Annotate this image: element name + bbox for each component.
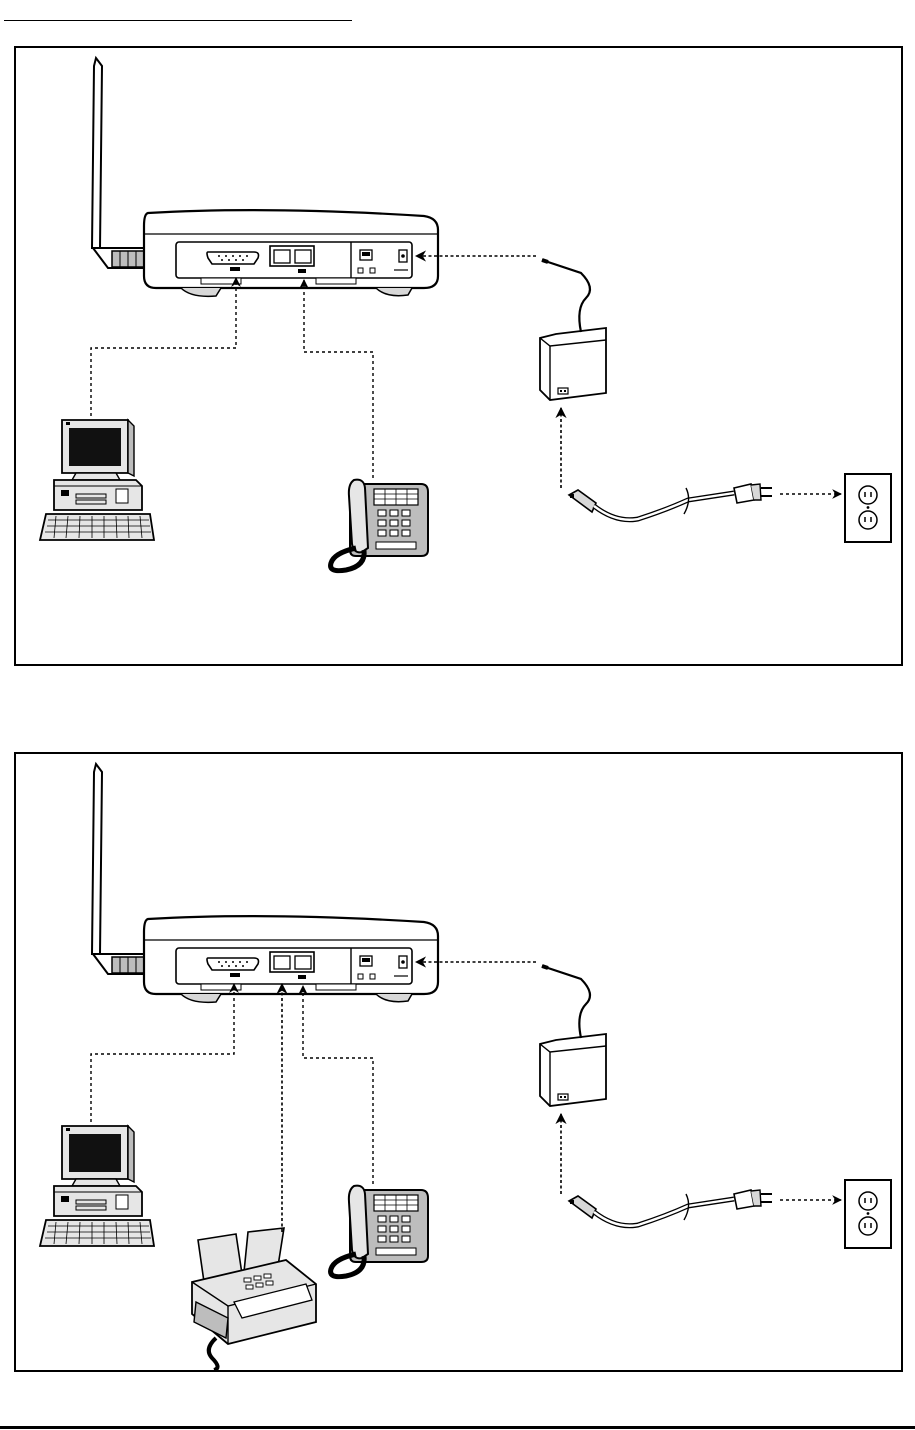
computer-connection-line [91, 984, 234, 1122]
wall-outlet [845, 474, 891, 542]
computer-connection-line [91, 278, 236, 416]
power-adapter [540, 260, 606, 400]
telephone [331, 480, 428, 571]
phone-connection-line [303, 986, 373, 1184]
footer-rule [0, 1426, 915, 1429]
fax-machine [192, 1228, 316, 1370]
telephone [331, 1186, 428, 1277]
wall-outlet [845, 1180, 891, 1248]
diagram-panel-phone [14, 46, 903, 666]
power-cord [569, 484, 772, 520]
computer [40, 420, 154, 540]
phone-connection-line [304, 280, 373, 478]
diagram-panel-phone-fax [14, 752, 903, 1372]
power-cord [569, 1190, 772, 1226]
router [92, 58, 438, 296]
power-adapter [540, 966, 606, 1106]
computer [40, 1126, 154, 1246]
router [92, 764, 438, 1002]
header-rule [4, 20, 352, 21]
